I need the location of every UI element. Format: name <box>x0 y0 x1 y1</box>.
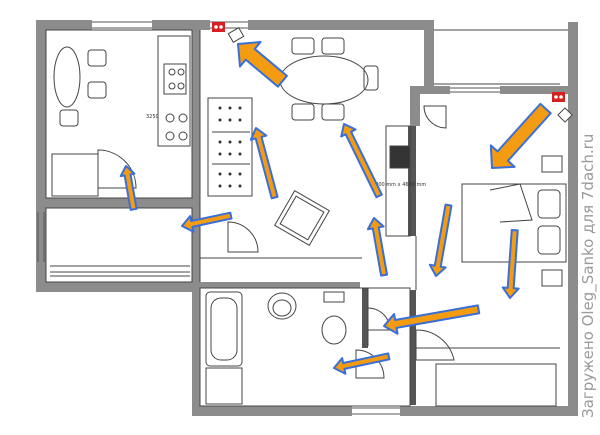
interior-lines <box>45 29 568 407</box>
living-dimension-label: 2000 mm x 4680 mm <box>372 182 426 188</box>
watermark: Загружено Oleg_Sanko для 7dach.ru <box>579 134 598 418</box>
airflow-arrow-icon <box>383 304 481 335</box>
airflow-arrow-icon <box>366 217 389 277</box>
sensor-icon <box>212 22 565 102</box>
windows <box>37 21 500 415</box>
kitchen-furniture <box>51 35 191 197</box>
airflow-arrow-icon <box>181 211 233 233</box>
airflow-arrow-icon <box>333 352 391 375</box>
airflow-arrow-icon <box>119 165 138 211</box>
airflow-arrow-icon <box>489 102 552 169</box>
sofa-cushion-dots <box>218 106 242 188</box>
airflow-arrow-icon <box>428 203 453 277</box>
airflow-arrow-icon <box>501 228 520 299</box>
watermark-text: Загружено Oleg_Sanko для 7dach.ru <box>579 134 598 418</box>
living-furniture <box>207 37 411 247</box>
airflow-arrow-icon <box>340 123 383 199</box>
bathroom-furniture <box>205 291 347 405</box>
airflow-arrows <box>119 41 552 375</box>
airflow-arrow-icon <box>237 41 288 88</box>
kitchen-dimension-label: 3250 <box>146 114 159 120</box>
walls <box>36 20 578 416</box>
airflow-arrow-icon <box>249 127 279 200</box>
vent-icon <box>227 26 573 123</box>
